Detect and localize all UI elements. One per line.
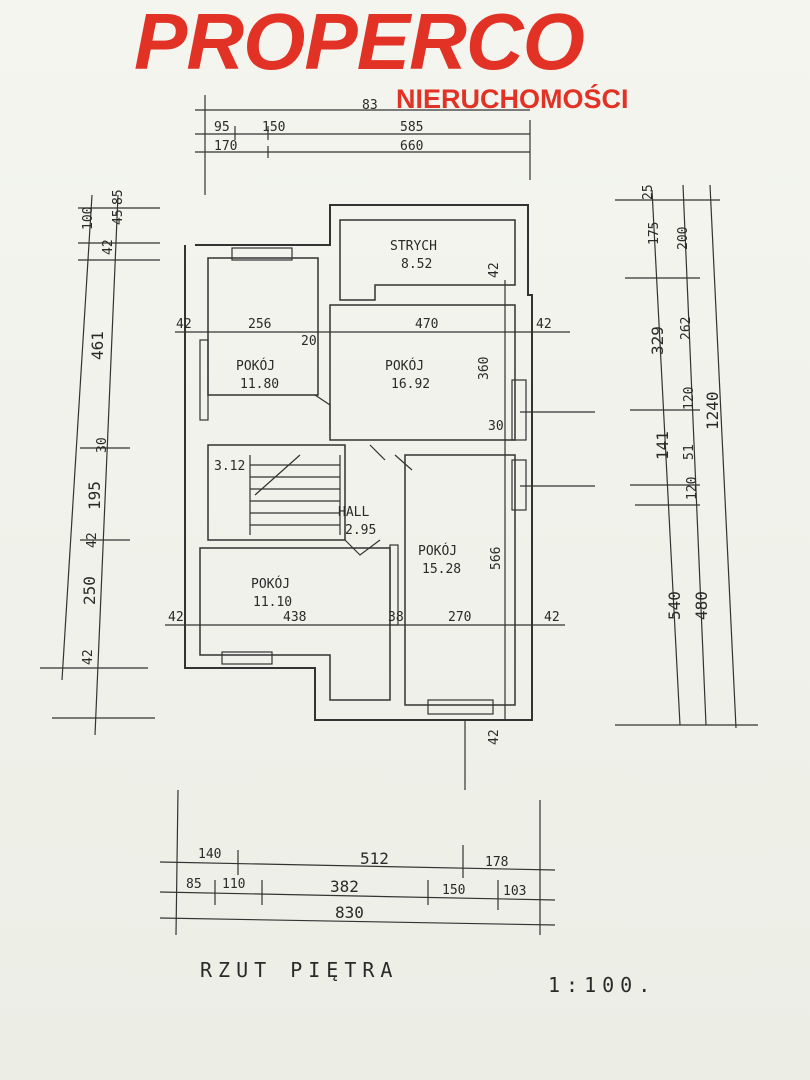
room-2-area: 16.92 [391,377,430,392]
dim-bottom-85: 85 [186,877,202,892]
dim-right-141: 141 [653,431,672,460]
dim-left-195: 195 [85,481,104,510]
dim-top-170: 170 [214,139,237,154]
dim-right-25: 25 [641,184,656,200]
plan-title: RZUT PIĘTRA [200,958,398,982]
dim-inner-566: 566 [489,547,504,570]
dim-top-83: 83 [362,98,378,113]
dim-bottom-110: 110 [222,877,245,892]
dim-left-100: 100 [81,207,96,230]
room-3-name: POKÓJ [418,543,457,559]
dim-right-51: 51 [682,444,697,460]
room-hall-area: 2.95 [345,523,376,538]
dim-inner-42b: 42 [536,317,552,332]
dim-right-540: 540 [665,591,684,620]
room-stairs-area: 3.12 [214,459,245,474]
dim-right-200: 200 [676,227,691,250]
dim-top-95: 95 [214,120,230,135]
dim-inner-470: 470 [415,317,438,332]
room-3-area: 15.28 [422,562,461,577]
dim-inner-42a: 42 [176,317,192,332]
dim-right-329: 329 [648,326,667,355]
room-strych-name: STRYCH [390,239,437,254]
dim-inner-30: 30 [488,419,504,434]
dim-left-461: 461 [88,331,107,360]
dim-bottom-103: 103 [503,884,526,899]
brand-subtitle: NIERUCHOMOŚCI [396,84,629,114]
dim-bottom-382: 382 [330,877,359,896]
room-1-area: 11.80 [240,377,279,392]
dim-bottom-140: 140 [198,847,221,862]
dim-right-120a: 120 [682,387,697,410]
dim-top-585: 585 [400,120,423,135]
room-hall-name: HALL [338,505,369,520]
dim-top-150: 150 [262,120,285,135]
dim-right-480: 480 [692,591,711,620]
dim-bottom-150: 150 [442,883,465,898]
dim-left-42a: 42 [101,239,116,255]
dim-inner-42d: 42 [544,610,560,625]
room-4-area: 11.10 [253,595,292,610]
dim-right-175: 175 [647,222,662,245]
dim-inner-42e: 42 [487,262,502,278]
dim-left-42c: 42 [81,649,96,665]
dim-bottom-512: 512 [360,849,389,868]
dim-inner-438: 438 [283,610,306,625]
room-4-name: POKÓJ [251,576,290,592]
dim-inner-20: 20 [301,334,317,349]
room-1-name: POKÓJ [236,358,275,374]
brand-logo: PROPERCO [134,0,585,86]
dim-right-262: 262 [679,317,694,340]
room-strych-area: 8.52 [401,257,432,272]
dim-left-42b: 42 [85,532,100,548]
dim-left-85: 85 [111,189,126,205]
dim-right-120b: 120 [685,477,700,500]
dim-inner-256: 256 [248,317,271,332]
dim-left-250: 250 [80,576,99,605]
dim-inner-42c: 42 [168,610,184,625]
dim-bottom-178: 178 [485,855,508,870]
dim-inner-42f: 42 [487,729,502,745]
dim-inner-38: 38 [388,610,404,625]
plan-scale: 1:100. [548,973,656,997]
dim-right-1240: 1240 [703,391,722,430]
dim-inner-360: 360 [477,357,492,380]
room-2-name: POKÓJ [385,358,424,374]
dim-left-30: 30 [95,437,110,453]
dim-left-45: 45 [111,209,126,225]
dim-bottom-830: 830 [335,903,364,922]
dim-top-660: 660 [400,139,423,154]
dim-inner-270: 270 [448,610,471,625]
